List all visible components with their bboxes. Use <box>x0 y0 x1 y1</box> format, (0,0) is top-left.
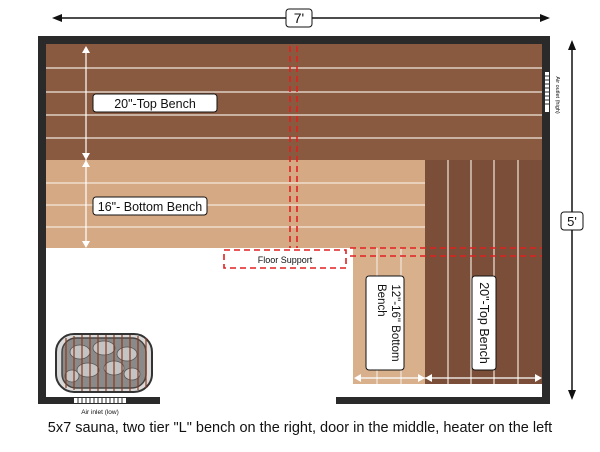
air-outlet-label: Air outlet (high) <box>554 76 560 113</box>
height-dimension: 5' <box>560 40 584 400</box>
bottom-bench-left-tag <box>92 196 208 216</box>
caption: 5x7 sauna, two tier "L" bench on the rig… <box>47 420 553 436</box>
top-bench-right-tag <box>471 275 497 371</box>
bench-width-markers <box>354 374 542 382</box>
bottom-bench-right-tag <box>365 275 405 371</box>
top-bench-right-label: 20"-Top Bench <box>477 282 491 364</box>
top-bench-left-tag <box>92 93 218 113</box>
floor-support-label: Floor Support <box>258 255 313 265</box>
bottom-bench-left-label: 16"- Bottom Bench <box>98 200 203 214</box>
bottom-bench-back <box>46 160 425 248</box>
heater-icon <box>55 333 153 393</box>
bottom-bench-right-label-line1: 12"-16" Bottom <box>389 284 401 361</box>
bench-depth-markers <box>82 46 90 248</box>
width-label: 7' <box>294 10 304 26</box>
top-bench-left-label: 20"-Top Bench <box>114 97 196 111</box>
air-inlet-vent-icon <box>74 398 126 403</box>
air-outlet-vent-icon <box>545 72 549 112</box>
bottom-bench-right-label-line2: Bench <box>375 284 387 317</box>
floor-support-lines <box>223 46 542 269</box>
width-dimension: 7' <box>52 8 550 28</box>
air-inlet-label: Air inlet (low) <box>81 409 119 416</box>
height-label: 5' <box>567 214 577 229</box>
